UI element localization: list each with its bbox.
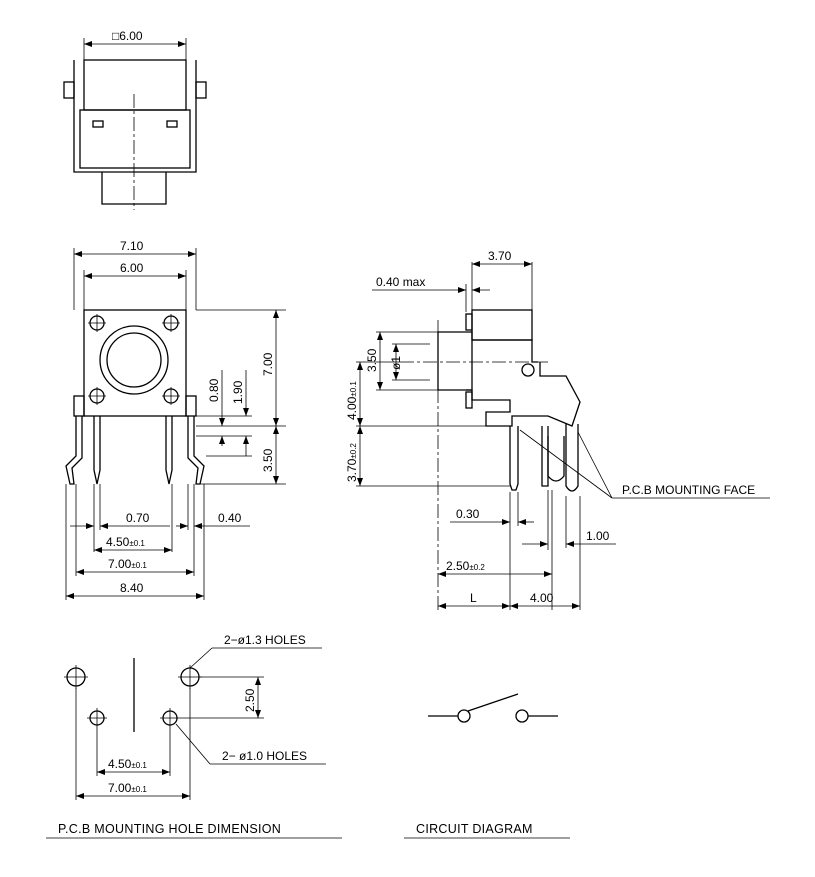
dim-label-0-40-max: 0.40 max [376, 275, 425, 289]
button-stem-outline [83, 59, 187, 111]
dim-label-0-40: 0.40 [218, 511, 242, 525]
dim-label-4-00: 4.00±0.1 [345, 381, 359, 420]
dim-label-7-00-pitch: 7.00±0.1 [108, 557, 147, 571]
housing-side [466, 362, 581, 427]
leader-line [519, 429, 613, 499]
pcb-hole-layout: 2−ø1.3 HOLES 2− ø1.0 HOLES 2.50 4.50±0.1… [46, 633, 342, 839]
dim-label-3-70: 3.70 [488, 249, 512, 263]
mount-circle-icon [88, 387, 106, 405]
dim-label-phi: ø1 [389, 356, 403, 370]
pin-outer-left [65, 416, 83, 485]
side-tab-right [195, 81, 207, 99]
dim-label-3-50: 3.50 [365, 348, 379, 372]
side-tab-left [63, 81, 75, 99]
pin-bent [547, 436, 565, 482]
frame-outline [73, 60, 197, 173]
slot-right [166, 120, 178, 128]
dim-label-7-10: 7.10 [120, 239, 144, 253]
circuit-caption: CIRCUIT DIAGRAM [416, 822, 533, 836]
button-section [437, 331, 473, 391]
mount-circle-icon [88, 314, 106, 332]
dim-label-2-50: 2.50±0.2 [446, 559, 485, 573]
side-hole [521, 363, 535, 377]
hole-small-icon [87, 708, 107, 728]
dim-label-3-70-b: 3.70±0.2 [345, 443, 359, 482]
dim-label-4-00-b: 4.00 [530, 591, 554, 605]
leader-line [577, 431, 613, 499]
body-top-edge [472, 339, 538, 363]
hole-small-icon [160, 708, 180, 728]
dim-label-0-30: 0.30 [456, 507, 480, 521]
mounting-face-label: P.C.B MOUNTING FACE [622, 483, 755, 497]
pin-rear [565, 424, 579, 492]
dim-label-4-50: 4.50±0.1 [106, 535, 145, 549]
leader-line [189, 647, 213, 669]
holes-small-label: 2− ø1.0 HOLES [222, 749, 307, 763]
pcb-caption: P.C.B MOUNTING HOLE DIMENSION [58, 822, 281, 836]
pin-inner-left [93, 416, 101, 485]
front-tab-left [73, 395, 85, 417]
dim-label-8-40: 8.40 [120, 581, 144, 595]
dim-label-6-00: 6.00 [120, 261, 144, 275]
slot-left [92, 120, 104, 128]
pin-front [509, 426, 519, 491]
side-tab-lower [465, 391, 473, 409]
side-view: 3.70 0.40 max 3.50 ø1 4.0 [345, 249, 770, 610]
housing [79, 109, 191, 169]
pin-mid [541, 426, 549, 487]
actuator-inner [106, 332, 162, 388]
pin-inner-right [165, 416, 173, 485]
dim-label-1-00: 1.00 [586, 529, 610, 543]
dim-label-L: L [470, 591, 477, 605]
dim-label-7-00: 7.00±0.1 [108, 781, 147, 795]
circuit-diagram: CIRCUIT DIAGRAM [404, 693, 570, 839]
dim-label-7-00: 7.00 [261, 352, 275, 376]
dim-label-0-80: 0.80 [207, 378, 221, 402]
holes-large-label: 2−ø1.3 HOLES [224, 633, 306, 647]
dim-label-0-70: 0.70 [126, 511, 150, 525]
switch-lever [467, 693, 519, 712]
contact-right [515, 709, 529, 723]
dim-label-3-50: 3.50 [261, 448, 275, 472]
top-view: □6.00 [63, 29, 207, 210]
actuator-side [471, 309, 533, 341]
dim-label-1-90: 1.90 [231, 380, 245, 404]
switch-body [83, 309, 187, 417]
dim-label-4-50: 4.50±0.1 [108, 757, 147, 771]
front-view: 7.10 6.00 7 [65, 239, 286, 600]
side-tab [465, 313, 473, 331]
actuator-outer [99, 325, 169, 395]
mount-circle-icon [162, 314, 180, 332]
leader-line [175, 723, 211, 765]
contact-left [457, 709, 471, 723]
front-tab-right [185, 395, 197, 417]
hole-large-icon [178, 665, 202, 689]
mount-circle-icon [162, 387, 180, 405]
dim-label-2-50: 2.50 [243, 688, 257, 712]
dim-label-6-00: □6.00 [112, 29, 143, 43]
hole-large-icon [64, 665, 88, 689]
